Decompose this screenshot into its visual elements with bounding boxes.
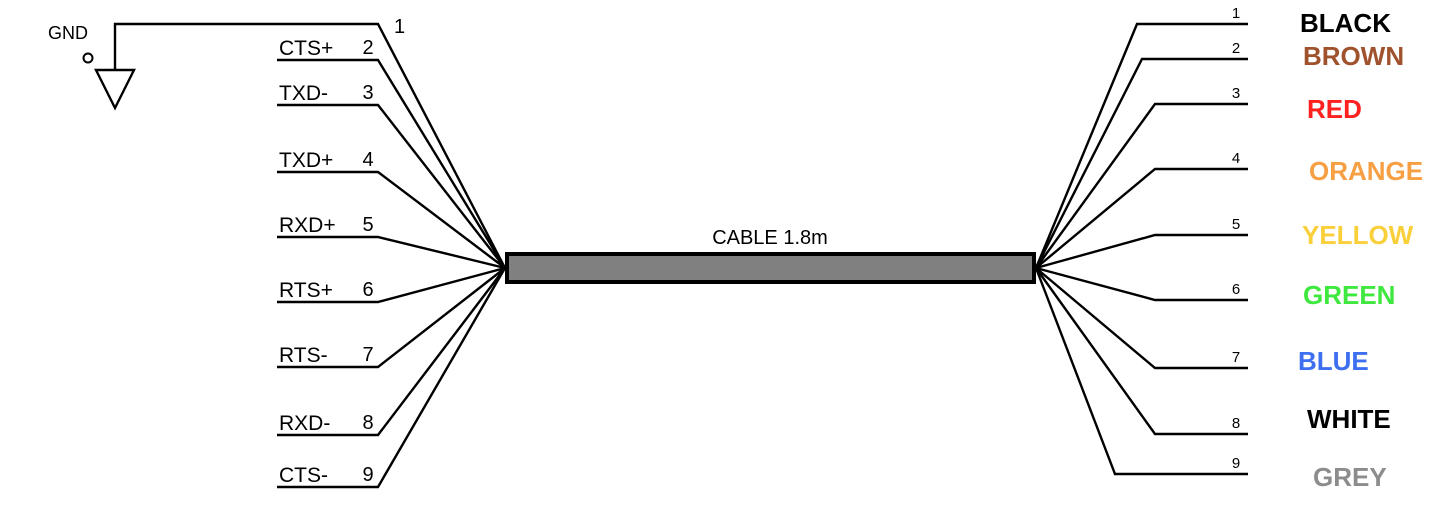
- wire-right-pin-7: [1035, 267, 1248, 370]
- ground-section: GND 1: [48, 16, 507, 269]
- wire-color-label-blue: BLUE: [1298, 346, 1369, 376]
- ground-icon: [94, 68, 136, 111]
- left-pin-number-5: 5: [362, 214, 373, 236]
- left-signal-label: RXD+: [279, 214, 336, 237]
- wire-color-label-brown: BROWN: [1303, 41, 1404, 71]
- wire-right-pin-1: [1034, 22, 1248, 269]
- left-pin-number-1: 1: [394, 16, 405, 38]
- right-pin-number-6: 6: [1232, 281, 1240, 298]
- wire-pin-7: [277, 267, 506, 369]
- wire-color-label-red: RED: [1307, 94, 1362, 124]
- wire-pin-5: [277, 235, 506, 270]
- cable-label: CABLE 1.8m: [712, 227, 828, 249]
- right-pin-number-1: 1: [1232, 5, 1240, 22]
- wire-pin-6: [277, 266, 506, 304]
- wire-color-label-green: GREEN: [1303, 280, 1395, 310]
- left-signal-label: RTS+: [279, 279, 333, 302]
- cable-body: [505, 252, 1036, 284]
- left-pin-number-2: 2: [362, 37, 373, 59]
- wire-color-label-yellow: YELLOW: [1302, 220, 1414, 250]
- wire-pin-3: [277, 103, 506, 269]
- left-pin-number-8: 8: [362, 412, 373, 434]
- wire-pin-8: [277, 267, 506, 437]
- wire-right-pin-2: [1034, 57, 1248, 269]
- left-signal-label: RTS-: [279, 344, 328, 367]
- wire-right-pin-4: [1035, 167, 1248, 269]
- left-signal-label: TXD-: [279, 82, 328, 105]
- gnd-terminal: [82, 52, 94, 64]
- gnd-label: GND: [48, 23, 88, 43]
- wire-pin-4: [277, 170, 506, 269]
- right-pin-number-9: 9: [1232, 455, 1240, 472]
- right-pin-number-7: 7: [1232, 349, 1240, 366]
- wire-color-label-orange: ORANGE: [1309, 156, 1423, 186]
- left-pin-number-7: 7: [362, 344, 373, 366]
- right-pin-number-8: 8: [1232, 415, 1240, 432]
- left-pin-number-9: 9: [362, 464, 373, 486]
- left-pin-number-6: 6: [362, 279, 373, 301]
- wire-color-label-black: BLACK: [1300, 8, 1391, 38]
- right-pin-number-2: 2: [1232, 40, 1240, 57]
- wire-right-pin-3: [1035, 102, 1248, 269]
- wire-pin-1: [113, 22, 507, 269]
- left-pin-number-3: 3: [362, 82, 373, 104]
- right-pin-number-4: 4: [1232, 150, 1240, 167]
- wire-color-label-grey: GREY: [1313, 462, 1387, 492]
- cable: CABLE 1.8m: [505, 227, 1036, 284]
- right-pin-number-3: 3: [1232, 85, 1240, 102]
- wire-right-pin-8: [1035, 267, 1248, 436]
- wire-right-pin-6: [1035, 266, 1248, 302]
- right-pin-number-5: 5: [1232, 216, 1240, 233]
- left-pin-number-4: 4: [362, 149, 373, 171]
- left-signal-label: RXD-: [279, 412, 330, 435]
- wire-right-pin-9: [1034, 267, 1248, 476]
- wire-pin-2: [277, 58, 507, 269]
- left-signal-label: CTS+: [279, 37, 333, 60]
- left-signal-label: TXD+: [279, 149, 333, 172]
- wire-right-pin-5: [1035, 233, 1248, 270]
- left-signal-label: CTS-: [279, 464, 328, 487]
- wire-pin-9: [277, 267, 507, 489]
- wire-color-label-white: WHITE: [1307, 404, 1391, 434]
